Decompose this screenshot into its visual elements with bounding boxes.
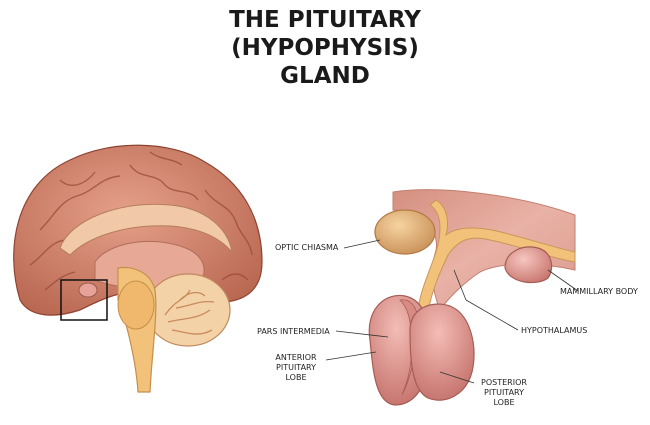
arbor-vitae: [164, 289, 215, 335]
pituitary-highlight-box: [60, 279, 108, 321]
leader-hypothalamus-2: [453, 269, 467, 301]
title-line-3: GLAND: [280, 63, 370, 89]
label-posterior-line-1: POSTERIOR: [481, 378, 527, 387]
posterior-lobe-shape: [409, 303, 475, 401]
label-posterior-line-3: LOBE: [493, 398, 514, 407]
label-posterior-line-2: PITUITARY: [484, 388, 524, 397]
hypothalamus-tissue: [392, 189, 576, 312]
label-mammillary-body: MAMMILLARY BODY: [560, 287, 638, 296]
brain-pituitary: [78, 282, 98, 298]
label-optic-chiasma: OPTIC CHIASMA: [275, 243, 339, 252]
label-pars-intermedia: PARS INTERMEDIA: [257, 327, 330, 336]
label-anterior-line-3: LOBE: [285, 373, 306, 382]
optic-chiasma-shape: [374, 209, 436, 255]
leader-posterior-lobe: [439, 371, 475, 384]
label-anterior-line-1: ANTERIOR: [275, 353, 317, 362]
leader-optic-chiasma: [343, 239, 381, 249]
leader-pars-intermedia: [335, 330, 389, 338]
leader-mammillary-body: [547, 269, 579, 292]
leader-hypothalamus: [465, 299, 519, 331]
leader-lines: [325, 239, 579, 384]
pons: [117, 280, 155, 330]
label-hypothalamus: HYPOTHALAMUS: [521, 326, 587, 335]
title-line-1: THE PITUITARY: [229, 7, 421, 33]
leader-anterior-lobe: [325, 351, 377, 361]
mammillary-body-shape: [504, 246, 553, 284]
cerebellum: [145, 273, 231, 347]
title-line-2: (HYPOPHYSIS): [231, 35, 419, 61]
brain-sagittal-section: [13, 144, 263, 393]
yellow-tract: [417, 199, 576, 313]
corpus-callosum: [59, 203, 233, 256]
diagram-title: THE PITUITARY (HYPOPHYSIS) GLAND: [200, 6, 450, 90]
label-anterior-line-2: PITUITARY: [276, 363, 316, 372]
pituitary-enlarged: [368, 189, 576, 406]
